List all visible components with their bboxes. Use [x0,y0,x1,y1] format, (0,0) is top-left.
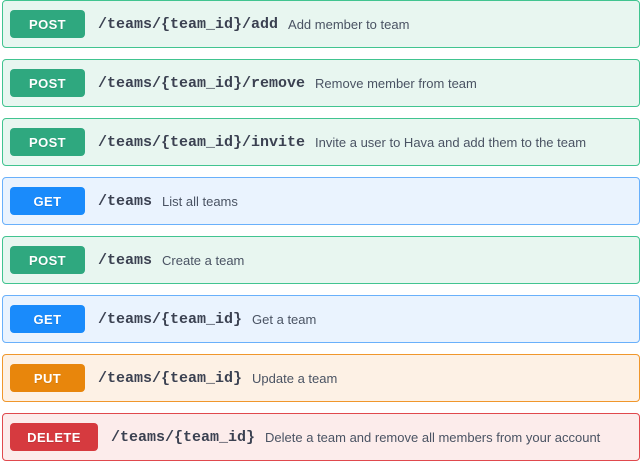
http-method-badge: GET [10,187,85,215]
operation-path: /teams/{team_id} [111,428,256,446]
operation-path: /teams/{team_id}/invite [98,133,306,151]
operation-description: Delete a team and remove all members fro… [265,429,601,445]
operation-path: /teams/{team_id}/remove [98,74,306,92]
http-method-badge: DELETE [10,423,98,451]
operation-description: Get a team [252,311,317,327]
operation-path: /teams/{team_id}/add [98,15,279,33]
http-method-badge: POST [10,10,85,38]
operation-description: Update a team [252,370,338,386]
http-method-badge: GET [10,305,85,333]
operation-description: List all teams [162,193,238,209]
operation-path: /teams [98,251,153,269]
operation-description: Add member to team [288,16,410,32]
http-method-badge: PUT [10,364,85,392]
http-method-badge: POST [10,69,85,97]
operation-row[interactable]: GET /teams/{team_id} Get a team [2,295,640,343]
http-method-badge: POST [10,128,85,156]
operation-row[interactable]: DELETE /teams/{team_id} Delete a team an… [2,413,640,461]
operation-row[interactable]: POST /teams/{team_id}/add Add member to … [2,0,640,48]
http-method-badge: POST [10,246,85,274]
operation-description: Create a team [162,252,245,268]
operation-row[interactable]: PUT /teams/{team_id} Update a team [2,354,640,402]
operation-row[interactable]: POST /teams/{team_id}/remove Remove memb… [2,59,640,107]
operation-row[interactable]: POST /teams/{team_id}/invite Invite a us… [2,118,640,166]
operation-path: /teams/{team_id} [98,369,243,387]
operation-row[interactable]: POST /teams Create a team [2,236,640,284]
operation-description: Remove member from team [315,75,477,91]
operation-description: Invite a user to Hava and add them to th… [315,134,587,150]
operation-path: /teams/{team_id} [98,310,243,328]
operation-row[interactable]: GET /teams List all teams [2,177,640,225]
operation-path: /teams [98,192,153,210]
